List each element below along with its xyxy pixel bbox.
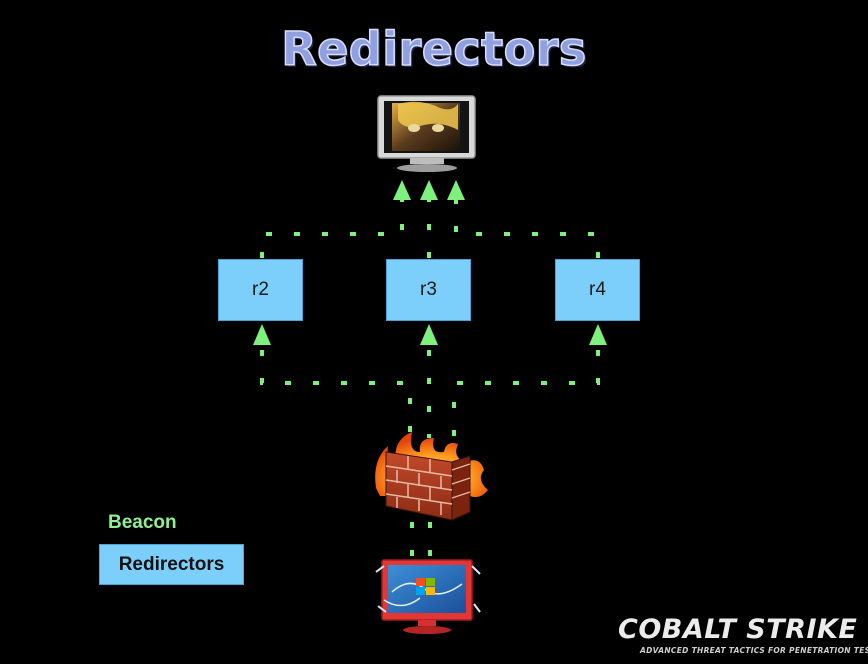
beacon-arrows [253, 180, 607, 345]
beacon-path-upper-left [260, 200, 404, 258]
redirector-node-r3: r3 [386, 259, 471, 321]
beacon-paths [260, 200, 600, 560]
arrow-up-3 [447, 180, 465, 200]
redirector-node-r2: r2 [218, 259, 303, 321]
arrow-up-2 [420, 180, 438, 200]
beacon-path-upper-right [454, 200, 600, 258]
page-title: Redirectors [280, 21, 587, 77]
redirector-node-r4: r4 [555, 259, 640, 321]
beacon-path-lower-right [452, 350, 600, 438]
redirector-label-r4: r4 [589, 279, 606, 300]
legend-beacon: Beacon [108, 512, 177, 533]
windows-target-icon [375, 559, 481, 634]
attacker-monitor-icon [377, 95, 476, 172]
arrow-up-r3 [420, 324, 438, 345]
arrow-up-1 [393, 180, 411, 200]
logo-tagline: ADVANCED THREAT TACTICS FOR PENETRATION … [640, 646, 868, 655]
legend-redirectors-label: Redirectors [118, 553, 225, 575]
firewall-icon [375, 432, 488, 521]
arrow-up-r4 [589, 324, 607, 345]
logo-name: COBALT STRIKE [618, 614, 858, 645]
cobalt-strike-logo: COBALT STRIKE ADVANCED THREAT TACTICS FO… [618, 612, 868, 658]
arrow-up-r2 [253, 324, 271, 345]
redirector-label-r2: r2 [252, 279, 269, 300]
beacon-path-lower-left [260, 350, 412, 438]
redirector-label-r3: r3 [420, 279, 437, 300]
legend-redirectors: Redirectors [99, 544, 244, 585]
